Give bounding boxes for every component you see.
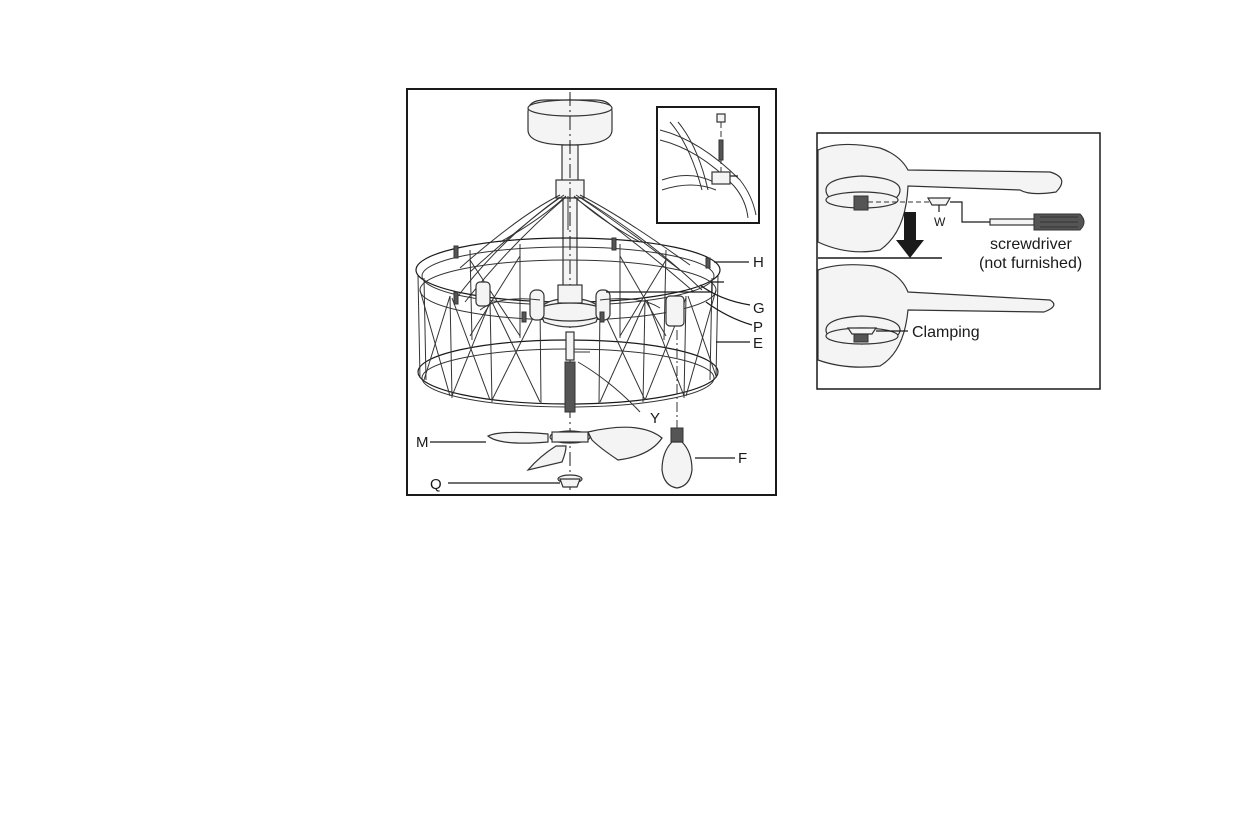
- screwdriver-label: screwdriver: [990, 236, 1072, 253]
- label-f: F: [738, 450, 747, 467]
- label-y: Y: [650, 410, 660, 427]
- clamping-label: Clamping: [912, 324, 980, 341]
- label-w: W: [934, 215, 946, 229]
- label-e: E: [753, 335, 763, 352]
- label-q: Q: [430, 476, 442, 493]
- label-m: M: [416, 434, 429, 451]
- not-furnished-label: (not furnished): [979, 255, 1082, 272]
- label-g: G: [753, 300, 765, 317]
- label-p: P: [753, 319, 763, 336]
- inset-detail: [657, 107, 759, 223]
- main-assembly-panel: H G P E Y M F Q: [407, 89, 776, 495]
- clamping-detail-panel: W screwdriver (not furnished) Clamp: [817, 133, 1100, 389]
- label-h: H: [753, 254, 764, 271]
